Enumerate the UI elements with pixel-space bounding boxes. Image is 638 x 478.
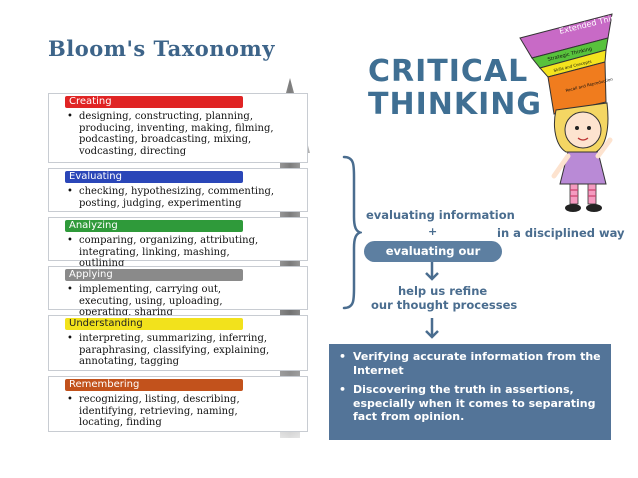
in-a-disciplined-way-text: in a disciplined way [497,226,625,240]
critical-thinking-title: CRITICAL THINKING [368,55,542,121]
evaluating-our-thought-pill: evaluating our thought [364,241,502,279]
level-evaluating-label: Evaluating [65,171,243,183]
down-arrow-1 [425,262,439,281]
level-creating-text: •designing, constructing, planning, prod… [67,111,274,157]
info-item: • Verifying accurate information from th… [339,350,601,377]
level-applying-text: •implementing, carrying out, executing, … [67,284,223,318]
level-creating: Creating •designing, constructing, plann… [48,93,308,163]
taxonomy-levels: Creating •designing, constructing, plann… [48,93,308,433]
evaluating-information-text: evaluating information [366,208,515,222]
girl-with-thinking-hat-illustration: Extended Thinking Strategic Thinking Ski… [519,9,625,212]
level-applying-label: Applying [65,269,243,281]
level-analyzing-text: •comparing, organizing, attributing, int… [67,235,259,269]
critical-thinking-title-line2: THINKING [368,87,542,122]
level-understanding-label: Understanding [65,318,243,330]
info-box: • Verifying accurate information from th… [329,344,611,440]
level-analyzing: Analyzing •comparing, organizing, attrib… [48,217,308,269]
level-remembering: Remembering •recognizing, listing, descr… [48,376,308,432]
level-creating-label: Creating [65,96,243,108]
down-arrow-2 [425,318,439,339]
level-evaluating-text: •checking, hypothesizing, commenting, po… [67,186,275,209]
level-remembering-label: Remembering [65,379,243,391]
help-us-refine-text: help us refine [398,284,488,298]
level-analyzing-label: Analyzing [65,220,243,232]
curly-brace [342,155,362,310]
plus-sign: + [428,225,438,238]
blooms-taxonomy-title: Bloom's Taxonomy [48,36,275,61]
info-item: • Discovering the truth in assertions, e… [339,383,596,423]
our-thought-processes-text: our thought processes [371,298,518,312]
level-understanding: Understanding •interpreting, summarizing… [48,315,308,371]
level-evaluating: Evaluating •checking, hypothesizing, com… [48,168,308,212]
level-remembering-text: •recognizing, listing, describing, ident… [67,394,240,428]
level-understanding-text: •interpreting, summarizing, inferring, p… [67,333,270,367]
critical-thinking-title-line1: CRITICAL [368,54,529,89]
level-applying: Applying •implementing, carrying out, ex… [48,266,308,318]
